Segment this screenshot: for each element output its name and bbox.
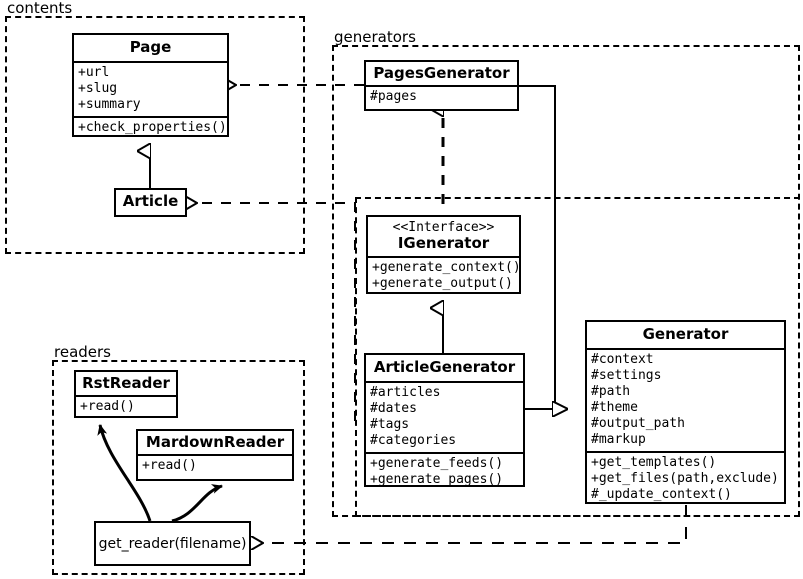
class-generator-operations: +get_templates() +get_files(path,exclude… <box>587 451 784 506</box>
attribute: #dates <box>370 401 417 416</box>
operation: #_update_context() <box>591 487 732 502</box>
operation: +read() <box>80 399 135 414</box>
operation: +read() <box>142 458 197 473</box>
attribute: #tags <box>370 417 410 432</box>
class-page-operations: +check_properties() <box>74 116 227 139</box>
attribute: #path <box>591 384 631 399</box>
class-article[interactable]: Article <box>114 188 187 217</box>
class-mardown-reader-title: MardownReader <box>145 433 285 451</box>
operation: +generate_feeds() <box>370 456 504 471</box>
operation: +generate_context() <box>372 260 521 275</box>
attribute: #markup <box>591 432 646 447</box>
class-article-generator-attributes: #articles #dates #tags #categories <box>366 381 523 452</box>
class-article-generator-operations: +generate_feeds() +generate_pages() <box>366 452 523 491</box>
class-generator[interactable]: Generator #context #settings #path #them… <box>585 320 786 504</box>
class-pages-generator-attributes: #pages <box>366 85 517 108</box>
attribute: #pages <box>370 89 417 104</box>
attribute: +url <box>78 65 110 80</box>
class-article-generator[interactable]: ArticleGenerator #articles #dates #tags … <box>364 353 525 487</box>
class-igenerator-stereotype: <<Interface>> <box>392 220 495 235</box>
class-page[interactable]: Page +url +slug +summary +check_properti… <box>72 33 229 137</box>
attribute: +summary <box>78 97 141 112</box>
operation: +generate_output() <box>372 276 513 291</box>
operation: +get_templates() <box>591 455 717 470</box>
class-rst-reader-operations: +read() <box>76 395 176 418</box>
class-generator-attributes: #context #settings #path #theme #output_… <box>587 348 784 451</box>
attribute: +slug <box>78 81 118 96</box>
class-igenerator[interactable]: <<Interface>> IGenerator +generate_conte… <box>366 215 521 294</box>
class-mardown-reader[interactable]: MardownReader +read() <box>136 429 294 481</box>
package-readers <box>52 360 305 575</box>
attribute: #context <box>591 352 654 367</box>
operation: +check_properties() <box>78 120 227 135</box>
operation: +generate_pages() <box>370 472 504 487</box>
class-article-title: Article <box>122 192 179 210</box>
package-generators-label: generators <box>331 29 419 45</box>
class-page-title: Page <box>129 38 172 56</box>
class-rst-reader[interactable]: RstReader +read() <box>74 370 178 418</box>
attribute: #categories <box>370 433 457 448</box>
package-readers-label: readers <box>51 344 114 360</box>
class-mardown-reader-operations: +read() <box>138 454 292 477</box>
class-article-generator-title: ArticleGenerator <box>373 358 516 376</box>
class-pages-generator-title: PagesGenerator <box>373 64 510 82</box>
operation: +get_files(path,exclude) <box>591 471 779 486</box>
attribute: #settings <box>591 368 662 383</box>
class-igenerator-operations: +generate_context() +generate_output() <box>368 256 521 295</box>
package-contents-label: contents <box>4 0 76 16</box>
class-rst-reader-title: RstReader <box>82 374 170 392</box>
class-page-attributes: +url +slug +summary <box>74 61 227 116</box>
attribute: #output_path <box>591 416 685 431</box>
attribute: #theme <box>591 400 638 415</box>
attribute: #articles <box>370 385 441 400</box>
package-contents <box>5 16 305 254</box>
function-get-reader[interactable]: get_reader(filename) <box>94 521 251 566</box>
class-igenerator-title: IGenerator <box>397 234 490 252</box>
class-generator-title: Generator <box>642 325 729 343</box>
class-pages-generator[interactable]: PagesGenerator #pages <box>364 60 519 111</box>
function-get-reader-label: get_reader(filename) <box>98 535 247 552</box>
